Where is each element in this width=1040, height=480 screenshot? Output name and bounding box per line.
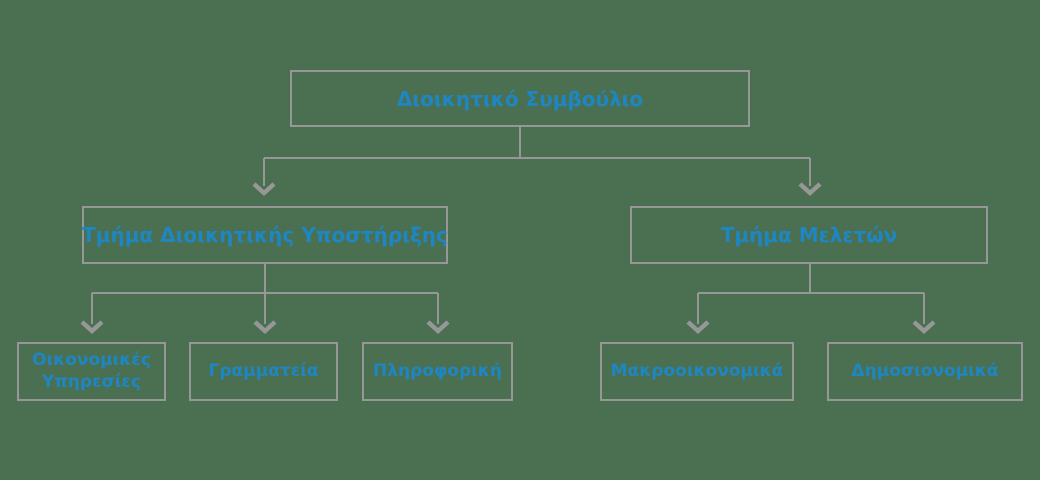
org-node-financial-services: Οικονομικές Υπηρεσίες bbox=[17, 342, 166, 401]
arrow-down-icon bbox=[80, 320, 104, 335]
org-node-studies-label: Τμήμα Μελετών bbox=[720, 223, 898, 247]
org-node-admin-support-label: Τμήμα Διοικητικής Υποστήριξης bbox=[82, 223, 448, 247]
org-node-secretariat: Γραμματεία bbox=[189, 342, 338, 401]
org-node-secretariat-label: Γραμματεία bbox=[208, 360, 319, 381]
arrow-down-icon bbox=[253, 320, 277, 335]
arrow-down-icon bbox=[798, 182, 822, 197]
org-node-fiscal: Δημοσιονομικά bbox=[827, 342, 1023, 401]
org-node-board: Διοικητικό Συμβούλιο bbox=[290, 70, 750, 127]
org-node-macroeconomics-label: Μακροοικονομικά bbox=[610, 360, 784, 381]
connector-line-group bbox=[91, 127, 925, 324]
arrow-down-icon bbox=[686, 320, 710, 335]
org-node-it: Πληροφορική bbox=[362, 342, 513, 401]
org-node-macroeconomics: Μακροοικονομικά bbox=[600, 342, 794, 401]
arrow-down-icon bbox=[252, 182, 276, 197]
connector-arrow-group bbox=[80, 182, 936, 335]
org-node-financial-services-label: Οικονομικές Υπηρεσίες bbox=[32, 349, 151, 392]
org-node-board-label: Διοικητικό Συμβούλιο bbox=[396, 86, 644, 111]
org-node-admin-support-dept: Τμήμα Διοικητικής Υποστήριξης bbox=[82, 206, 448, 264]
org-node-studies-dept: Τμήμα Μελετών bbox=[630, 206, 988, 264]
arrow-down-icon bbox=[426, 320, 450, 335]
org-node-it-label: Πληροφορική bbox=[373, 360, 502, 381]
org-node-fiscal-label: Δημοσιονομικά bbox=[851, 360, 999, 381]
arrow-down-icon bbox=[912, 320, 936, 335]
